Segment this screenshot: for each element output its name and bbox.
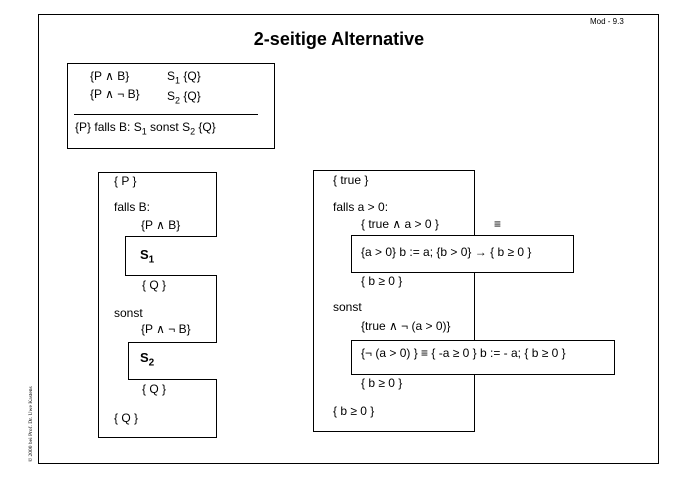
example-postcondition: { b ≥ 0 } xyxy=(333,404,375,418)
slide-title: 2-seitige Alternative xyxy=(253,29,425,49)
example-false-condition: {true ∧ ¬ (a > 0)} xyxy=(361,319,451,333)
scheme-outline xyxy=(98,172,217,438)
example-precondition: { true } xyxy=(333,173,369,187)
example-branch-2: {¬ (a > 0) } ≡ { -a ≥ 0 } b := - a; { b … xyxy=(361,346,566,360)
example-true-condition: { true ∧ a > 0 } xyxy=(361,217,439,231)
premise1-statement: S1 {Q} xyxy=(167,69,201,86)
example-else-label: sonst xyxy=(333,300,362,314)
example-branch-1: {a > 0} b := a; {b > 0} → { b ≥ 0 } xyxy=(361,245,532,259)
scheme-false-condition: {P ∧ ¬ B} xyxy=(141,322,191,336)
slide-frame xyxy=(38,14,659,464)
premise1-condition: {P ∧ B} xyxy=(90,69,130,83)
scheme-statement-1: S1 xyxy=(140,247,155,266)
inference-rule-box xyxy=(67,63,275,149)
scheme-post-1: { Q } xyxy=(142,278,167,292)
scheme-else-label: sonst xyxy=(114,306,143,320)
premise2-condition: {P ∧ ¬ B} xyxy=(90,87,140,101)
inference-line xyxy=(74,114,258,115)
premise2-statement: S2 {Q} xyxy=(167,89,201,106)
page-id: Mod - 9.3 xyxy=(590,17,624,26)
branch1-box-right-edge xyxy=(474,235,574,273)
scheme-true-condition: {P ∧ B} xyxy=(141,218,181,232)
example-if-label: falls a > 0: xyxy=(333,200,389,214)
example-post-2: { b ≥ 0 } xyxy=(361,376,403,390)
scheme-if-label: falls B: xyxy=(114,200,151,214)
rule-conclusion: {P} falls B: S1 sonst S2 {Q} xyxy=(75,120,216,137)
scheme-statement-2: S2 xyxy=(140,350,155,369)
branch2-box-right-edge xyxy=(474,340,615,375)
equivalence-sign: ≡ xyxy=(494,217,502,231)
scheme-postcondition: { Q } xyxy=(114,411,139,425)
example-post-1: { b ≥ 0 } xyxy=(361,274,403,288)
scheme-precondition: { P } xyxy=(114,174,137,188)
scheme-post-2: { Q } xyxy=(142,382,167,396)
